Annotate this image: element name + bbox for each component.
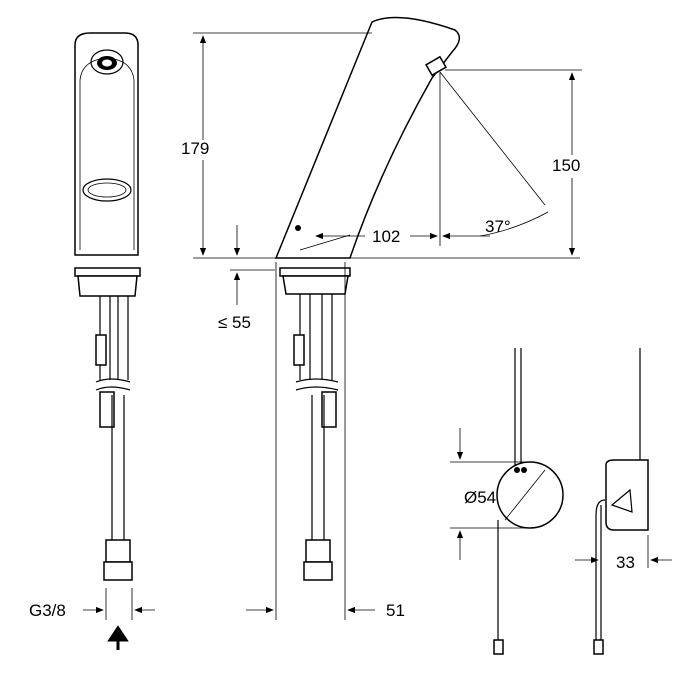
- dim-le-55: ≤ 55: [218, 313, 251, 332]
- dim-150: 150: [552, 156, 580, 175]
- sensor-icon: [90, 49, 124, 75]
- water-inlet-arrow-icon: [107, 625, 129, 650]
- spout-sensor: [425, 55, 447, 77]
- dim-51: 51: [386, 601, 405, 620]
- dim-g3-8: G3/8: [29, 601, 66, 620]
- deck-hole-view: [450, 348, 564, 655]
- dim-37-deg: 37°: [485, 217, 511, 236]
- dim-diameter-54: Ø54: [464, 488, 496, 507]
- side-view: [274, 16, 461, 581]
- sensor-window: [82, 178, 132, 202]
- dimension-lines: [83, 32, 582, 620]
- front-view: [74, 32, 141, 581]
- dim-179: 179: [181, 139, 209, 158]
- dim-102: 102: [372, 227, 400, 246]
- control-box-view: [575, 348, 672, 655]
- dim-33: 33: [616, 553, 635, 572]
